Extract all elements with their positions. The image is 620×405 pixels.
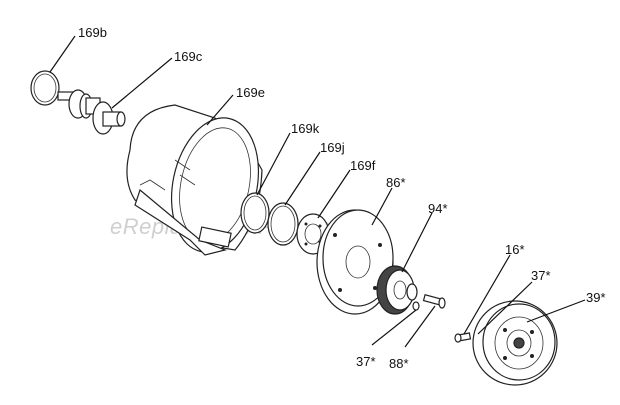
callout-88: 88* — [389, 356, 409, 371]
callout-169c: 169c — [174, 49, 203, 64]
callout-39: 39* — [586, 290, 606, 305]
callout-169k: 169k — [291, 121, 320, 136]
part-86-disc — [316, 209, 394, 315]
part-88-bolt — [422, 294, 446, 309]
part-94-gear — [376, 265, 418, 315]
part-16-screw — [454, 332, 472, 343]
part-169k-o-ring — [240, 192, 270, 234]
callout-169f: 169f — [350, 158, 376, 173]
callout-86: 86* — [386, 175, 406, 190]
callout-169j: 169j — [320, 140, 345, 155]
callout-16: 16* — [505, 242, 525, 257]
callout-labels: 169b 169c 169e 169k 169j 169f 86* 94* 16… — [78, 25, 606, 371]
leader-lines — [49, 35, 586, 348]
part-37-washer-left — [412, 301, 420, 311]
part-169c-shaft-bearing — [57, 89, 126, 135]
callout-169b: 169b — [78, 25, 107, 40]
part-169e-housing — [126, 104, 263, 256]
part-169j-ring — [267, 202, 299, 246]
callout-94: 94* — [428, 201, 448, 216]
callout-37-right: 37* — [531, 268, 551, 283]
part-39-pulley — [472, 300, 558, 386]
part-169b-snap-ring — [30, 70, 60, 106]
callout-169e: 169e — [236, 85, 265, 100]
callout-37-bottom: 37* — [356, 354, 376, 369]
